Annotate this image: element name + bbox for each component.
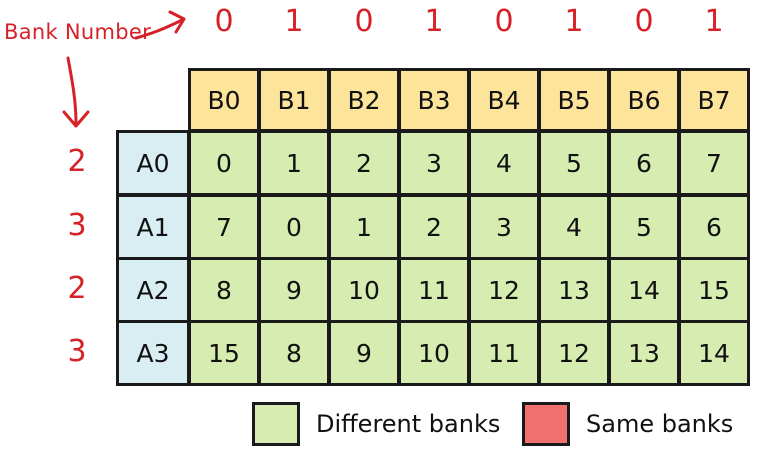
cell-a2-b6: 14 bbox=[608, 257, 680, 323]
cell-a3-b0: 15 bbox=[188, 320, 260, 386]
cell-a3-b2: 9 bbox=[328, 320, 400, 386]
bank-header-b2: B2 bbox=[328, 68, 400, 132]
cell-a0-b2: 2 bbox=[328, 130, 400, 196]
bank-bit-7: 1 bbox=[704, 4, 724, 39]
legend-swatch-same bbox=[522, 402, 570, 446]
cell-a0-b5: 5 bbox=[538, 130, 610, 196]
bank-header-b4: B4 bbox=[468, 68, 540, 132]
bank-header-b6: B6 bbox=[608, 68, 680, 132]
address-a2: A2 bbox=[116, 257, 190, 323]
cell-a1-b6: 5 bbox=[608, 194, 680, 260]
bank-bit-6: 0 bbox=[634, 4, 654, 39]
legend-label-same: Same banks bbox=[586, 410, 734, 438]
cell-a3-b7: 14 bbox=[678, 320, 750, 386]
bank-number-down-arrow bbox=[66, 56, 78, 126]
row-count-a2: 2 bbox=[67, 271, 87, 306]
bank-bit-5: 1 bbox=[564, 4, 584, 39]
cell-a1-b3: 2 bbox=[398, 194, 470, 260]
bank-header-b7: B7 bbox=[678, 68, 750, 132]
bank-header-b3: B3 bbox=[398, 68, 470, 132]
cell-a3-b6: 13 bbox=[608, 320, 680, 386]
cell-a1-b1: 0 bbox=[258, 194, 330, 260]
bank-bit-4: 0 bbox=[494, 4, 514, 39]
cell-a2-b7: 15 bbox=[678, 257, 750, 323]
bank-header-b0: B0 bbox=[188, 68, 260, 132]
cell-a1-b4: 3 bbox=[468, 194, 540, 260]
bank-bit-3: 1 bbox=[424, 4, 444, 39]
bank-number-right-arrow bbox=[134, 18, 184, 40]
bank-bit-0: 0 bbox=[214, 4, 234, 39]
bank-header-b5: B5 bbox=[538, 68, 610, 132]
cell-a2-b5: 13 bbox=[538, 257, 610, 323]
cell-a0-b7: 7 bbox=[678, 130, 750, 196]
cell-a1-b7: 6 bbox=[678, 194, 750, 260]
bank-bit-1: 1 bbox=[284, 4, 304, 39]
address-a1: A1 bbox=[116, 194, 190, 260]
cell-a3-b3: 10 bbox=[398, 320, 470, 386]
cell-a0-b0: 0 bbox=[188, 130, 260, 196]
cell-a2-b1: 9 bbox=[258, 257, 330, 323]
cell-a3-b1: 8 bbox=[258, 320, 330, 386]
address-a3: A3 bbox=[116, 320, 190, 386]
cell-a2-b4: 12 bbox=[468, 257, 540, 323]
row-count-a3: 3 bbox=[67, 334, 87, 369]
legend-swatch-different bbox=[252, 402, 300, 446]
cell-a1-b2: 1 bbox=[328, 194, 400, 260]
bank-header-b1: B1 bbox=[258, 68, 330, 132]
cell-a0-b6: 6 bbox=[608, 130, 680, 196]
bank-bit-2: 0 bbox=[354, 4, 374, 39]
cell-a1-b5: 4 bbox=[538, 194, 610, 260]
cell-a2-b3: 11 bbox=[398, 257, 470, 323]
address-a0: A0 bbox=[116, 130, 190, 196]
cell-a3-b5: 12 bbox=[538, 320, 610, 386]
cell-a2-b2: 10 bbox=[328, 257, 400, 323]
legend-label-different: Different banks bbox=[316, 410, 501, 438]
cell-a2-b0: 8 bbox=[188, 257, 260, 323]
row-count-a1: 3 bbox=[67, 208, 87, 243]
bank-number-label: Bank Number bbox=[4, 20, 152, 44]
bank-number-right-arrowhead bbox=[168, 10, 186, 34]
cell-a0-b4: 4 bbox=[468, 130, 540, 196]
row-count-a0: 2 bbox=[67, 144, 87, 179]
cell-a1-b0: 7 bbox=[188, 194, 260, 260]
bank-number-down-arrowhead bbox=[62, 110, 90, 128]
cell-a0-b3: 3 bbox=[398, 130, 470, 196]
cell-a3-b4: 11 bbox=[468, 320, 540, 386]
cell-a0-b1: 1 bbox=[258, 130, 330, 196]
